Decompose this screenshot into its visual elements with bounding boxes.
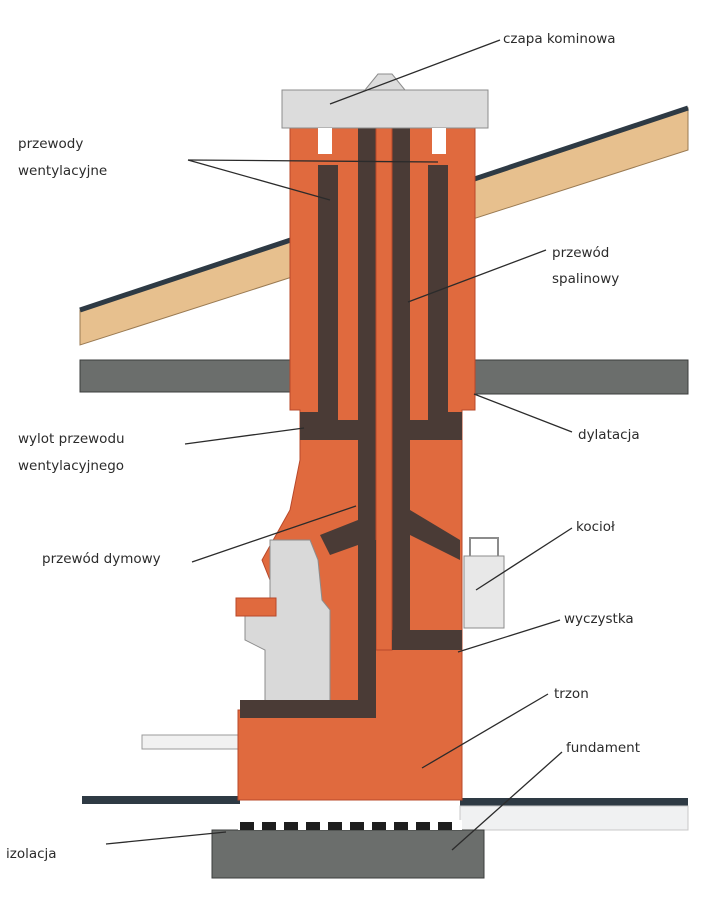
cap-gap-left (318, 128, 332, 154)
label-went-2: wentylacyjne (18, 163, 107, 179)
leader-spal (407, 249, 547, 303)
label-spal-2: spalinowy (552, 271, 619, 287)
boiler-pipe (469, 537, 499, 556)
leader-dymowy (191, 505, 357, 563)
smoke-duct-elbow (320, 520, 358, 555)
leader-wyczystka (457, 619, 561, 653)
leader-went-a (187, 159, 331, 201)
leader-fundament (451, 751, 563, 851)
boiler-connector (410, 510, 460, 560)
label-trzon: trzon (554, 686, 589, 702)
ventilation-duct-outer-right (392, 128, 410, 648)
label-dylatacja: dylatacja (578, 427, 640, 443)
side-pipe (141, 734, 243, 750)
leader-went-b (187, 159, 439, 163)
boiler (463, 555, 505, 629)
combustion-chamber (244, 539, 331, 706)
label-wylot-1: wylot przewodu (18, 431, 125, 447)
label-izolacja: izolacja (6, 846, 57, 862)
leader-wylot (184, 427, 305, 445)
label-wyczystka: wyczystka (564, 611, 634, 627)
foundation (211, 829, 485, 879)
smoke-duct (240, 540, 376, 718)
floor-right (460, 798, 688, 806)
floor-left (82, 796, 240, 804)
leader-kociol (475, 527, 573, 591)
exhaust-flue (375, 89, 393, 651)
leader-izolacja (105, 831, 227, 845)
label-czapa: czapa kominowa (503, 31, 616, 47)
leader-trzon (421, 693, 549, 769)
floor-right-light (459, 805, 689, 831)
chimney-cap (281, 89, 489, 129)
ventilation-duct-right (410, 165, 462, 440)
cap-gap-right (432, 128, 446, 154)
ceiling-slab-left (79, 359, 301, 393)
label-fundament: fundament (566, 740, 640, 756)
label-kociol: kocioł (576, 519, 615, 535)
label-went-1: przewody (18, 136, 83, 152)
ventilation-duct-left (300, 165, 360, 440)
insulation-layer (238, 820, 462, 830)
label-wylot-2: wentylacyjnego (18, 458, 124, 474)
leader-dylatacja (473, 393, 573, 433)
cleanout-channel (392, 630, 462, 650)
ventilation-duct-outer-left (358, 128, 376, 598)
leader-czapa (329, 39, 501, 105)
label-dymowy: przewód dymowy (42, 551, 161, 567)
combustion-lip (235, 597, 277, 617)
chimney-cap-top (363, 73, 407, 91)
label-spal-1: przewód (552, 245, 609, 261)
ceiling-slab-right (461, 359, 689, 395)
